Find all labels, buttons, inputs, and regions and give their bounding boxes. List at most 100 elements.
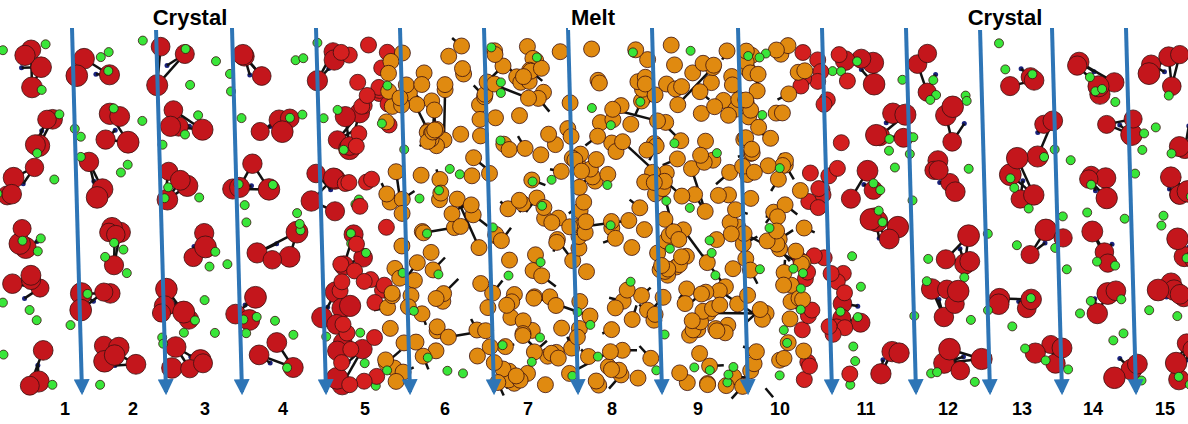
oxygen-atom [350, 74, 366, 90]
hydrogen-atom [1138, 145, 1147, 154]
oxygen-atom [160, 116, 180, 136]
hydrogen-atom [1109, 336, 1118, 345]
melt-atom [378, 352, 394, 368]
melt-atom [453, 126, 469, 142]
melt-atom [792, 183, 808, 199]
melt-atom [416, 225, 432, 241]
hydrogen-atom [41, 40, 50, 49]
oxygen-atom [356, 373, 372, 389]
slab-arrow [568, 28, 578, 392]
bond-line [623, 142, 682, 196]
hydrogen-atom [33, 149, 42, 158]
oxygen-atom [810, 200, 826, 216]
slab-number: 4 [275, 400, 291, 420]
oxygen-atom [271, 121, 293, 143]
melt-atom [674, 79, 690, 95]
oxygen-atom [117, 131, 139, 153]
melt-atom [774, 105, 790, 121]
hydrogen-atom [1167, 149, 1176, 158]
hydrogen-atom [383, 366, 392, 375]
hydrogen-atom [299, 54, 308, 63]
slab-number: 6 [437, 400, 453, 420]
oxygen-atom [175, 44, 194, 63]
hydrogen-atom [707, 248, 716, 257]
melt-atom [692, 84, 708, 100]
hydrogen-atom [186, 80, 195, 89]
melt-atom [743, 190, 759, 206]
melt-atom [517, 140, 533, 156]
oxygen-atom [243, 154, 262, 173]
hydrogen-atom [289, 330, 298, 339]
hydrogen-atom [536, 333, 545, 342]
hydrogen-atom [755, 53, 764, 62]
hydrogen-atom [890, 163, 899, 172]
melt-atom [413, 167, 429, 183]
melt-atom [602, 344, 618, 360]
hydrogen-atom [626, 277, 635, 286]
oxygen-atom [96, 130, 115, 149]
oxygen-atom [126, 354, 146, 374]
oxygen-atom [364, 171, 380, 187]
hydrogen-atom [593, 352, 602, 361]
hydrogen-atom [1185, 380, 1188, 389]
hydrogen-atom [964, 164, 973, 173]
slab-number: 3 [197, 400, 213, 420]
oxygen-atom [307, 164, 326, 183]
oxygen-atom [1171, 45, 1188, 63]
melt-atom [670, 97, 686, 113]
melt-atom [526, 290, 542, 306]
melt-atom [663, 37, 679, 53]
hydrogen-atom [240, 201, 249, 210]
hydrogen-atom [32, 316, 41, 325]
hydrogen-atom [1120, 214, 1129, 223]
hydrogen-atom [796, 305, 805, 314]
melt-atom [388, 373, 404, 389]
oxygen-atom [279, 246, 300, 267]
hydrogen-atom [96, 380, 105, 389]
oxygen-atom [1006, 147, 1028, 169]
oxygen-atom [1021, 289, 1042, 310]
oxygen-atom [252, 67, 271, 86]
oxygen-atom [837, 285, 853, 301]
melt-atom [721, 107, 737, 123]
melt-atom [630, 370, 646, 386]
slab-arrow [980, 28, 990, 392]
melt-atom [750, 66, 766, 82]
melt-atom [746, 164, 762, 180]
oxygen-atom [356, 273, 372, 289]
slab-number: 7 [520, 400, 536, 420]
slab-number: 12 [935, 400, 961, 420]
melt-atom [440, 329, 456, 345]
hydrogen-atom [36, 234, 45, 243]
oxygen-atom [251, 122, 269, 140]
slab-arrow [72, 28, 82, 392]
melt-atom [621, 213, 637, 229]
hydrogen-atom [435, 186, 444, 195]
hydrogen-atom [1062, 265, 1071, 274]
hydrogen-atom [606, 221, 615, 230]
oxygen-atom [871, 364, 891, 384]
melt-atom [604, 362, 620, 378]
melt-atom [796, 343, 812, 359]
hydrogen-atom [1157, 221, 1166, 230]
hydrogen-atom [1040, 153, 1049, 162]
hydrogen-atom [885, 146, 894, 155]
melt-atom [707, 99, 723, 115]
hydrogen-atom [966, 315, 975, 324]
oxygen-atom [842, 366, 858, 382]
melt-atom [427, 122, 443, 138]
hydrogen-atom [779, 326, 788, 335]
melt-atom [796, 220, 812, 236]
hydrogen-atom [705, 236, 714, 245]
melt-atom [788, 243, 804, 259]
hydrogen-atom [293, 209, 302, 218]
oxygen-atom [192, 119, 213, 140]
melt-atom [553, 163, 569, 179]
melt-atom [554, 320, 570, 336]
oxygen-atom [104, 345, 125, 366]
oxygen-atom [1138, 63, 1160, 85]
oxygen-atom [170, 170, 190, 190]
melt-atom [782, 311, 798, 327]
oxygen-atom [3, 274, 23, 294]
oxygen-atom [334, 355, 350, 371]
